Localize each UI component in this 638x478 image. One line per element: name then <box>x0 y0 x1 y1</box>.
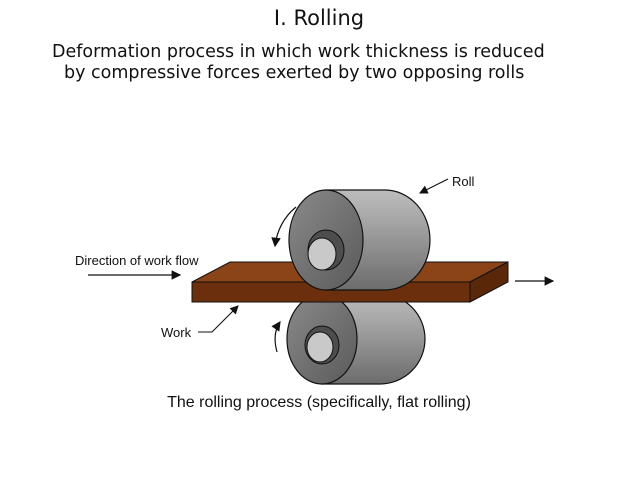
figure-caption: The rolling process (specifically, flat … <box>167 394 471 411</box>
work-label: Work <box>161 325 192 340</box>
slide-title: I. Rolling <box>273 6 365 30</box>
bottom-roll <box>286 293 426 385</box>
bottom-roll-rotation-arrow <box>271 321 281 353</box>
roll-label: Roll <box>452 174 475 189</box>
subtitle-line-2: by compressive forces exerted by two opp… <box>64 63 525 83</box>
roll-leader-arrow <box>419 178 449 194</box>
top-roll <box>288 189 431 291</box>
subtitle-line-1: Deformation process in which work thickn… <box>52 42 545 62</box>
slide-subtitle: Deformation process in which work thickn… <box>52 42 612 84</box>
work-leader-arrow <box>198 305 239 333</box>
direction-label: Direction of work flow <box>75 253 199 268</box>
top-roll-rotation-arrow <box>271 206 297 248</box>
